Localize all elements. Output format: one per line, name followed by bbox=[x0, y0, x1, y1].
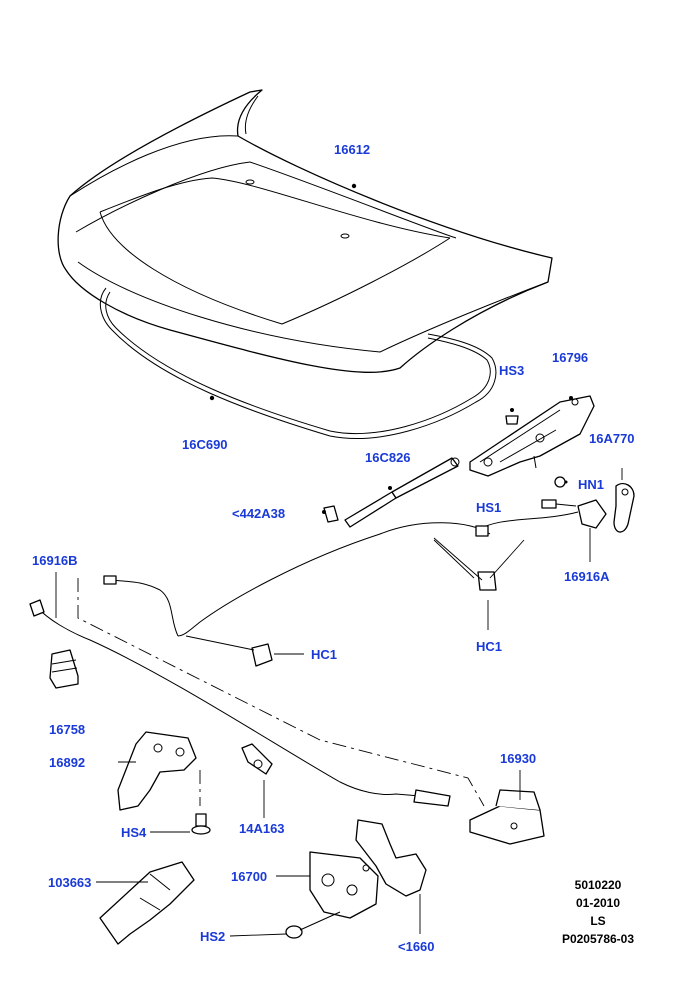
reference-date: 01-2010 bbox=[576, 896, 620, 910]
clip-hc1-lower bbox=[185, 635, 304, 667]
nut-hn1 bbox=[554, 476, 568, 488]
callout-label: 16C826 bbox=[365, 450, 411, 465]
callout-label: HS4 bbox=[121, 825, 147, 840]
cover-103663 bbox=[96, 861, 195, 945]
callout-label: 16892 bbox=[49, 755, 85, 770]
reference-number: 5010220 bbox=[575, 878, 622, 892]
callout-label: HS3 bbox=[499, 363, 524, 378]
reference-drawing-id: P0205786-03 bbox=[562, 932, 634, 946]
callout-label: 16916B bbox=[32, 553, 78, 568]
clip-hc1-upper bbox=[433, 537, 525, 630]
bolt-hs4 bbox=[150, 813, 211, 835]
callout-label: 16758 bbox=[49, 722, 85, 737]
latch-16700 bbox=[276, 851, 379, 919]
callout-label: 16930 bbox=[500, 751, 536, 766]
callout-label: 16612 bbox=[334, 142, 370, 157]
callout-label: 16700 bbox=[231, 869, 267, 884]
callout-label: HC1 bbox=[311, 647, 337, 662]
gas-strut bbox=[344, 457, 460, 528]
hood-seal bbox=[99, 287, 497, 439]
clip-14a163 bbox=[241, 743, 273, 818]
callout-label: 103663 bbox=[48, 875, 91, 890]
plate-1660 bbox=[355, 819, 427, 934]
bumper-16758 bbox=[49, 649, 79, 689]
ball-stud bbox=[322, 505, 339, 523]
latch-16930 bbox=[469, 770, 545, 845]
release-handle bbox=[613, 468, 635, 533]
reference-model: LS bbox=[590, 914, 605, 928]
callout-label: HS1 bbox=[476, 500, 501, 515]
callout-label: 14A163 bbox=[239, 821, 285, 836]
hood-panel bbox=[57, 89, 553, 373]
callout-label: <1660 bbox=[398, 939, 435, 954]
callout-label: 16C690 bbox=[182, 437, 228, 452]
callout-label: 16A770 bbox=[589, 431, 635, 446]
bolt-hs1 bbox=[541, 499, 577, 509]
cable-16916b bbox=[29, 572, 451, 807]
hood-hinge bbox=[469, 395, 595, 477]
callout-label: 16796 bbox=[552, 350, 588, 365]
bracket-16892 bbox=[117, 731, 201, 811]
callout-label: HN1 bbox=[578, 477, 604, 492]
callout-label: 16916A bbox=[564, 569, 610, 584]
bolt-hs3 bbox=[505, 408, 519, 425]
callout-label: HS2 bbox=[200, 929, 225, 944]
callout-label: HC1 bbox=[476, 639, 502, 654]
cable-16916a bbox=[111, 499, 607, 637]
bolt-hs2 bbox=[229, 911, 341, 939]
callout-label: <442A38 bbox=[232, 506, 285, 521]
